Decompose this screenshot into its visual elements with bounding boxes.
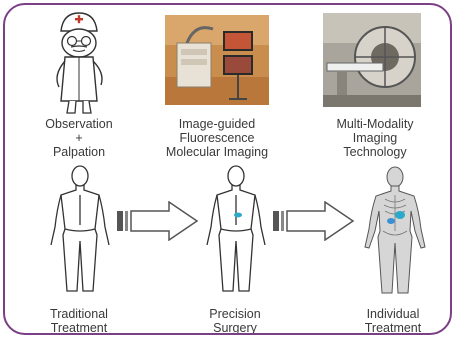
caption-line: Treatment [364,321,422,335]
caption-line: Multi-Modality [336,117,414,131]
caption-line: Imaging [352,131,398,145]
caption-line: Palpation [52,145,106,159]
caption-traditional: Traditional Treatment [9,307,149,335]
caption-line: Individual [366,307,420,321]
multi-modality-scanner-photo [323,13,421,107]
human-outline-icon [45,165,115,297]
caption-line: Treatment [50,321,108,335]
caption-precision: Precision Surgery [165,307,305,335]
caption-line: Image-guided [178,117,256,131]
caption-line: Precision [209,307,261,321]
caption-line: Molecular Imaging [165,145,269,159]
caption-line: Surgery [213,321,257,335]
right-arrow-icon [273,201,355,241]
figure-frame: Observation + Palpation Image-guided Flu… [3,3,452,335]
doctor-cartoon-icon [43,9,113,117]
caption-line: + [75,131,83,145]
fluorescence-imaging-system-photo [165,15,269,105]
caption-multimodality: Multi-Modality Imaging Technology [305,117,445,159]
caption-individual: Individual Treatment [323,307,450,335]
caption-observation: Observation + Palpation [9,117,149,159]
caption-line: Traditional [50,307,108,321]
human-outline-tumor-icon [201,165,271,297]
caption-line: Observation [45,117,113,131]
caption-fluorescence: Image-guided Fluorescence Molecular Imag… [147,117,287,159]
caption-line: Technology [343,145,407,159]
caption-line: Fluorescence [179,131,255,145]
right-arrow-icon [117,201,199,241]
human-anatomy-scan-icon [357,165,433,299]
